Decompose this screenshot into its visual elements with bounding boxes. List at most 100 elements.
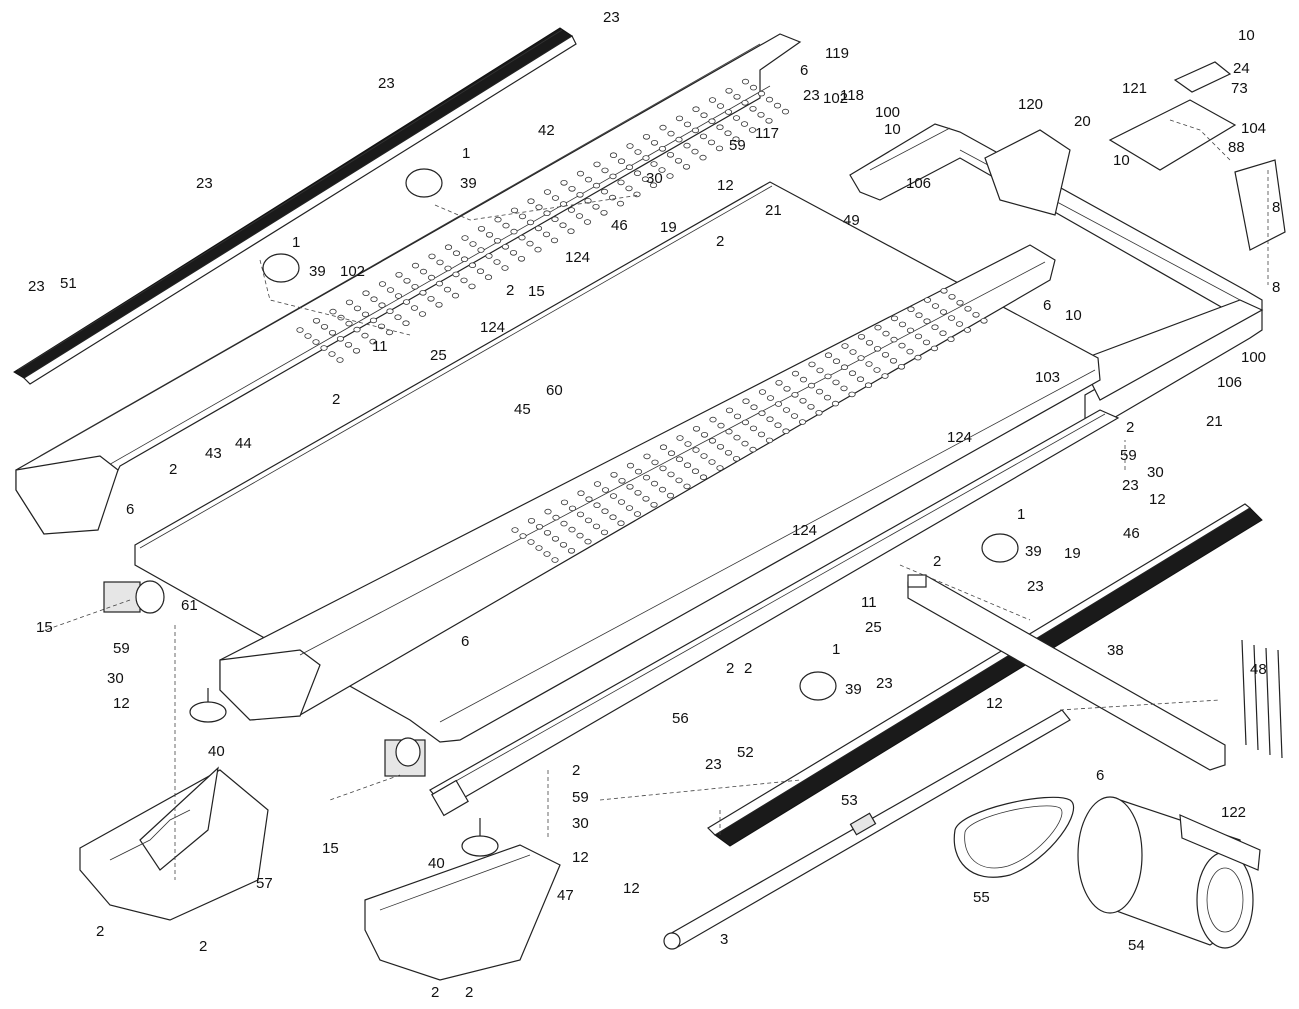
cover-hole	[560, 499, 569, 506]
rear-cover-57	[79, 766, 269, 921]
cover-hole	[749, 446, 757, 453]
motor-54	[1077, 796, 1261, 949]
part-callout-12: 12	[717, 177, 734, 194]
cover-hole	[724, 109, 733, 115]
leveling-foot-left-40	[189, 688, 227, 723]
cover-hole	[642, 474, 651, 481]
cover-hole	[312, 317, 321, 324]
cover-hole	[964, 305, 972, 312]
cover-hole	[600, 529, 609, 536]
cover-hole	[551, 557, 559, 563]
cover-hole	[725, 428, 733, 435]
cover-hole	[742, 398, 750, 405]
cover-hole	[543, 189, 552, 195]
part-callout-23: 23	[603, 9, 620, 26]
cover-hole	[922, 339, 931, 346]
cover-hole	[618, 477, 626, 484]
cover-hole	[832, 379, 840, 386]
part-callout-120: 120	[1018, 96, 1043, 113]
part-callout-6: 6	[800, 62, 808, 79]
part-callout-106: 106	[906, 175, 931, 192]
cover-hole	[808, 361, 816, 368]
cover-hole	[650, 161, 658, 167]
part-callout-12: 12	[1149, 491, 1166, 508]
cover-hole	[716, 103, 725, 109]
part-callout-88: 88	[1228, 139, 1245, 156]
part-callout-2: 2	[933, 553, 941, 570]
cover-hole	[757, 431, 766, 438]
cover-hole	[625, 164, 634, 171]
part-callout-30: 30	[107, 670, 124, 687]
cover-hole	[633, 170, 642, 177]
cover-hole	[601, 487, 610, 493]
cover-hole	[559, 541, 568, 548]
cover-hole	[650, 140, 659, 146]
cover-hole	[559, 201, 568, 207]
cover-hole	[626, 483, 634, 490]
cover-hole	[493, 259, 501, 265]
part-callout-39: 39	[460, 175, 477, 192]
cover-hole	[848, 370, 857, 377]
part-callout-1: 1	[462, 145, 470, 162]
cover-hole	[394, 293, 403, 299]
side-rail-51	[13, 27, 577, 385]
cover-hole	[345, 299, 354, 306]
cover-hole	[418, 311, 427, 317]
cover-hole	[773, 102, 782, 109]
rear-roller-61	[103, 580, 165, 614]
cover-hole	[451, 292, 460, 299]
part-callout-10: 10	[1238, 27, 1255, 44]
part-callout-2: 2	[431, 984, 439, 1001]
part-callout-11: 11	[861, 594, 877, 611]
part-callout-38: 38	[1107, 642, 1124, 659]
cover-hole	[625, 505, 634, 511]
cover-hole	[898, 342, 906, 349]
cover-hole	[840, 364, 849, 371]
part-callout-102: 102	[340, 263, 365, 280]
cover-hole	[907, 306, 915, 313]
cover-hole	[427, 295, 435, 302]
cover-hole	[601, 508, 609, 515]
cover-hole	[527, 539, 535, 545]
part-callout-55: 55	[973, 889, 990, 906]
cover-hole	[675, 136, 683, 143]
cover-hole	[915, 312, 923, 319]
cover-hole	[733, 94, 741, 100]
cover-hole	[716, 443, 725, 450]
cover-hole	[824, 373, 832, 380]
cover-hole	[592, 204, 600, 210]
part-callout-43: 43	[205, 445, 222, 462]
part-callout-124: 124	[480, 319, 505, 336]
part-callout-60: 60	[546, 382, 563, 399]
cover-hole	[494, 216, 502, 223]
cover-hole	[518, 213, 527, 220]
cover-hole	[593, 161, 601, 168]
cover-hole	[643, 453, 651, 460]
cover-hole	[881, 373, 889, 379]
cover-hole	[783, 385, 791, 392]
cover-hole	[534, 225, 543, 232]
cover-hole	[576, 511, 585, 518]
part-callout-23: 23	[705, 756, 722, 773]
cover-hole	[725, 407, 734, 414]
cover-hole	[617, 520, 625, 526]
cover-hole	[765, 96, 774, 103]
cover-hole	[815, 388, 824, 395]
cover-hole	[560, 520, 568, 527]
cover-hole	[840, 385, 848, 392]
cover-hole	[707, 139, 716, 146]
cover-hole	[593, 502, 601, 509]
bracket-120	[984, 129, 1071, 216]
part-callout-59: 59	[729, 137, 746, 154]
cover-hole	[568, 186, 576, 192]
cover-hole	[823, 394, 832, 401]
cover-hole	[791, 391, 799, 398]
part-callout-119: 119	[825, 45, 849, 62]
cover-hole	[732, 136, 740, 143]
cover-hole	[699, 474, 708, 481]
cover-hole	[543, 551, 551, 557]
cover-hole	[724, 449, 733, 456]
cover-hole	[708, 97, 717, 103]
cover-hole	[815, 409, 823, 416]
